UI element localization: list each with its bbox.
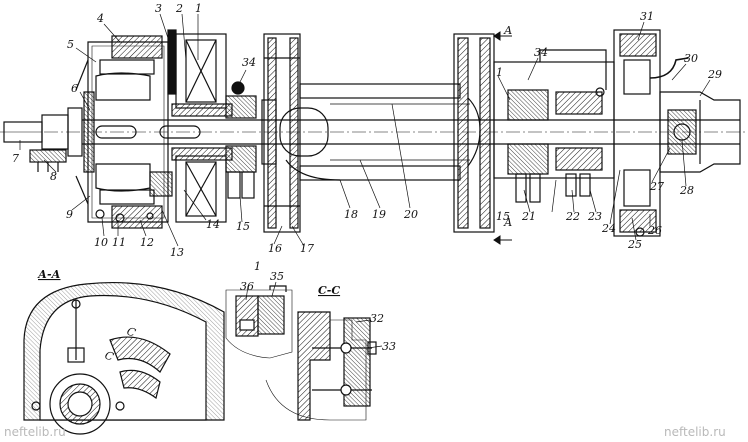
clutch-pack	[167, 29, 233, 223]
flange-housing-left	[263, 33, 301, 233]
callout-36: 36	[240, 280, 254, 293]
callout-29: 29	[707, 68, 722, 81]
callout-15-right: 15	[496, 210, 510, 223]
main-shaft	[82, 119, 740, 145]
callout-25: 25	[627, 238, 642, 251]
callout-33: 33	[382, 340, 396, 353]
left-clutch-housing	[75, 35, 173, 229]
callout-34-right: 34	[534, 46, 548, 59]
callout-28: 28	[679, 184, 694, 197]
callout-22: 22	[565, 210, 580, 223]
callout-12: 12	[140, 236, 154, 249]
output-yoke	[659, 91, 741, 173]
flange-housing-right	[453, 33, 495, 233]
right-brake-housing	[613, 29, 689, 237]
callout-17: 17	[300, 242, 314, 255]
callout-19: 19	[372, 208, 386, 221]
cut-arrow-a-top: А	[503, 24, 512, 37]
callout-6: 6	[71, 82, 78, 95]
callout-3: 3	[155, 2, 162, 15]
section-titles: А-А I С-С А А С С	[37, 24, 512, 364]
callout-34: 34	[242, 56, 256, 69]
callout-2: 2	[175, 2, 183, 15]
cut-line-a	[493, 31, 512, 245]
section-a-a	[23, 281, 225, 435]
callout-18: 18	[344, 208, 358, 221]
callout-10: 10	[94, 236, 108, 249]
callout-35: 35	[270, 270, 284, 283]
callout-31: 31	[640, 10, 654, 23]
callout-14: 14	[206, 218, 220, 231]
section-c-c-title: С-С	[318, 284, 340, 297]
callout-20: 20	[403, 208, 418, 221]
watermark-left: neftelib.ru	[4, 425, 66, 439]
callout-30: 30	[684, 52, 698, 65]
callout-26: 26	[647, 224, 662, 237]
callout-21: 21	[521, 210, 536, 223]
watermark-right: neftelib.ru	[664, 425, 726, 439]
callout-4: 4	[96, 12, 104, 25]
callout-labels: 1 2 3 4 5 6 7 8 9 10 11 12 13 14 15 16 1…	[12, 2, 722, 353]
callout-1: 1	[195, 2, 202, 15]
callout-23: 23	[587, 210, 602, 223]
callout-8: 8	[50, 170, 57, 183]
callout-27: 27	[649, 180, 664, 193]
callout-32: 32	[370, 312, 384, 325]
input-shaft-stub	[3, 107, 83, 172]
callout-1-detail: 1	[254, 260, 261, 273]
callout-5: 5	[67, 38, 74, 51]
callout-11: 11	[112, 236, 126, 249]
callout-24: 24	[601, 222, 616, 235]
right-gear-housing	[493, 49, 615, 203]
detail-i	[225, 285, 293, 359]
callout-7: 7	[12, 152, 19, 165]
section-a-a-title: А-А	[37, 268, 61, 281]
callout-9: 9	[66, 208, 73, 221]
callout-15: 15	[236, 220, 250, 233]
callout-1-right: 1	[496, 66, 503, 79]
leader-lines	[19, 13, 711, 349]
cut-arrow-a-bottom: А	[503, 216, 512, 229]
callout-16: 16	[268, 242, 282, 255]
callout-13: 13	[170, 246, 184, 259]
main-section	[0, 29, 748, 245]
section-c-c	[265, 311, 377, 421]
